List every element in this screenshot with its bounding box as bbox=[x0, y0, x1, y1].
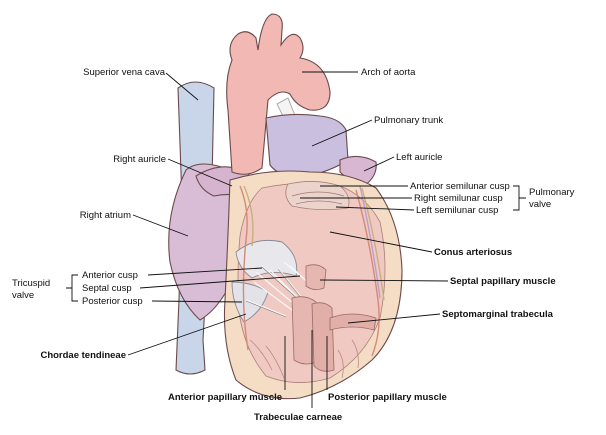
chordae-tendineae-strands bbox=[245, 261, 313, 317]
leader-right-atrium bbox=[132, 214, 189, 237]
coronary-vessels bbox=[239, 185, 385, 357]
posterior-papillary-muscle bbox=[311, 302, 335, 372]
leader-posterior-cusp bbox=[151, 300, 243, 303]
semilunar-cusp-lines bbox=[291, 191, 345, 205]
label-trabeculae-carneae: Trabeculae carneae bbox=[254, 412, 342, 423]
label-superior-vena-cava: Superior vena cava bbox=[83, 67, 166, 78]
leader-conus-arteriosus bbox=[329, 231, 433, 253]
label-septomarginal-trabecula: Septomarginal trabecula bbox=[442, 309, 554, 320]
label-conus-arteriosus: Conus arteriosus bbox=[434, 247, 512, 258]
label-anterior-papillary-muscle: Anterior papillary muscle bbox=[168, 392, 282, 403]
leader-septomarginal-trabecula bbox=[347, 313, 441, 324]
label-septal-cusp: Septal cusp bbox=[82, 283, 132, 294]
label-left-semilunar-cusp: Left semilunar cusp bbox=[416, 205, 498, 216]
label-right-semilunar-cusp: Right semilunar cusp bbox=[414, 193, 503, 204]
leader-anterior-cusp bbox=[147, 267, 263, 276]
chordae-tendineae-shadows bbox=[245, 266, 303, 318]
septomarginal-trabecula bbox=[329, 313, 377, 331]
leader-superior-vena-cava bbox=[165, 72, 199, 101]
label-right-atrium: Right atrium bbox=[80, 210, 131, 221]
label-chordae-tendineae: Chordae tendineae bbox=[40, 350, 126, 361]
label-arch-of-aorta: Arch of aorta bbox=[361, 67, 416, 78]
label-right-auricle: Right auricle bbox=[113, 154, 166, 165]
leader-pulmonary-trunk bbox=[311, 119, 373, 147]
label-pulmonary-trunk: Pulmonary trunk bbox=[374, 115, 443, 126]
leader-lines bbox=[127, 71, 449, 408]
label-pulmonary-valve-line1: Pulmonary bbox=[529, 187, 575, 198]
leader-septal-cusp bbox=[139, 275, 301, 289]
septal-papillary-muscle bbox=[305, 264, 327, 290]
label-posterior-cusp: Posterior cusp bbox=[82, 296, 143, 307]
trabeculae-carneae-ridges bbox=[249, 339, 359, 379]
label-septal-papillary-muscle: Septal papillary muscle bbox=[450, 276, 556, 287]
leader-left-semilunar-cusp bbox=[335, 206, 415, 211]
leader-right-auricle bbox=[167, 158, 233, 187]
leader-septal-papillary-muscle bbox=[319, 279, 449, 282]
heart-drawing bbox=[168, 13, 403, 400]
label-anterior-cusp: Anterior cusp bbox=[82, 270, 138, 281]
pulmonary-valve-bracket bbox=[513, 185, 526, 211]
label-left-auricle: Left auricle bbox=[396, 152, 442, 163]
pulmonary-trunk bbox=[265, 113, 349, 179]
leader-chordae-tendineae bbox=[127, 313, 247, 356]
label-posterior-papillary-muscle: Posterior papillary muscle bbox=[328, 392, 447, 403]
tricuspid-valve-bracket bbox=[66, 274, 78, 302]
label-tricuspid-valve-line1: Tricuspid bbox=[12, 278, 50, 289]
leader-left-auricle bbox=[363, 156, 395, 172]
label-tricuspid-valve-line2: valve bbox=[12, 290, 34, 301]
label-pulmonary-valve-line2: valve bbox=[529, 199, 551, 210]
labels: Superior vena cava Arch of aorta Pulmona… bbox=[12, 67, 575, 423]
aorta bbox=[226, 13, 331, 175]
label-anterior-semilunar-cusp: Anterior semilunar cusp bbox=[410, 181, 510, 192]
